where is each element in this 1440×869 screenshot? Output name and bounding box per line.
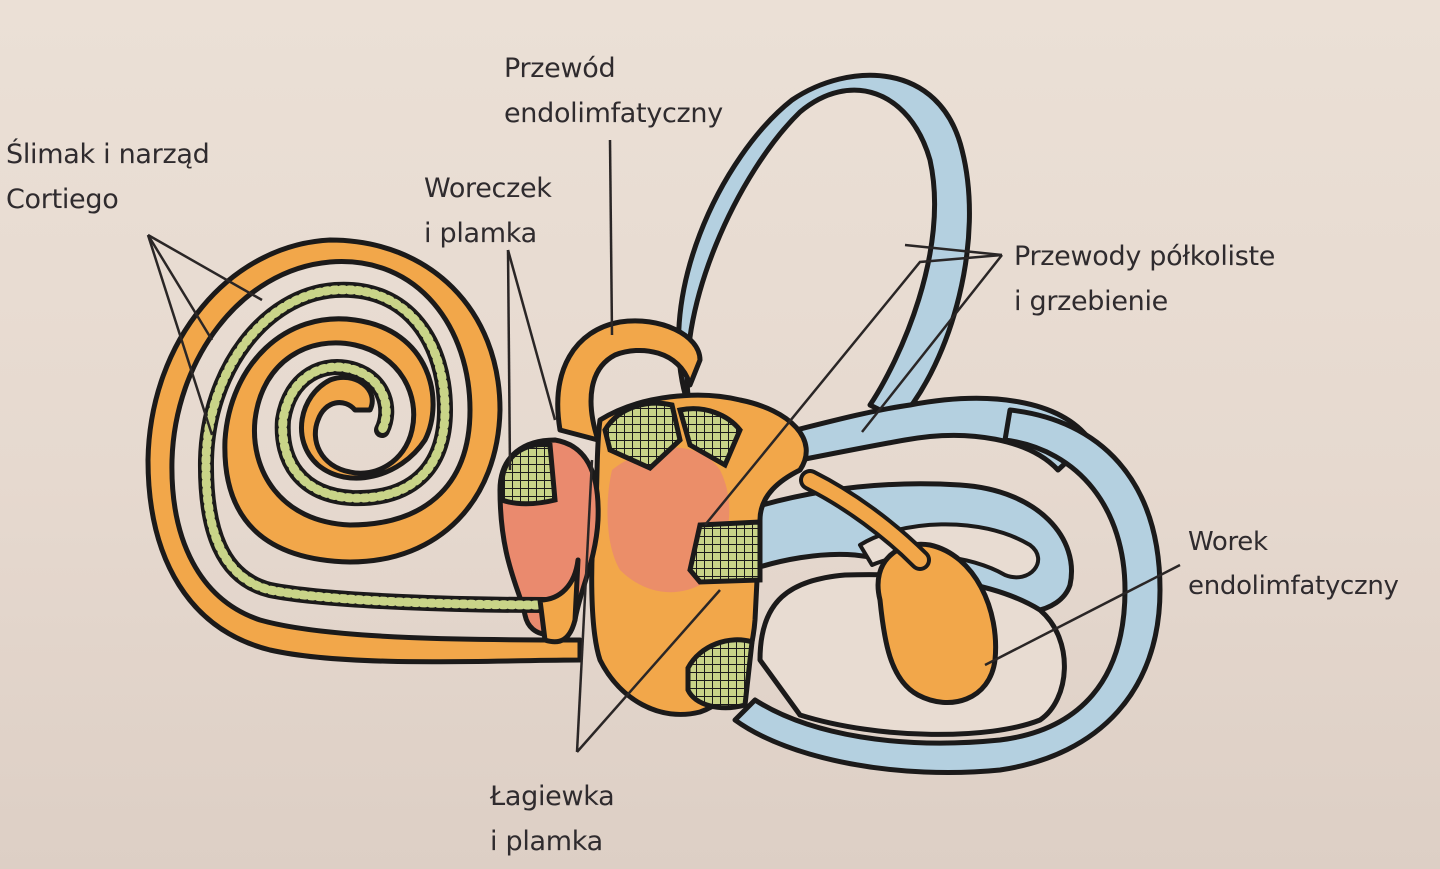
leader-cochlea-3 (146, 234, 214, 436)
leader-canals-1 (904, 243, 1003, 257)
label-sac-line2: endolimfatyczny (1188, 571, 1399, 601)
label-cochlea-line2: Cortiego (6, 184, 119, 215)
label-endolymphatic-sac: Worek endolimfatyczny (1188, 520, 1399, 608)
leader-saccule-1 (506, 249, 512, 471)
endolymphatic-duct (555, 318, 703, 443)
cochlea-outer (145, 237, 583, 665)
crista-3 (685, 637, 755, 711)
label-sac-line1: Worek (1188, 527, 1268, 557)
leader-cochlea-2 (146, 234, 214, 341)
label-saccule: Woreczek i plamka (424, 166, 552, 256)
crista-2 (676, 406, 743, 469)
label-utricle: Łagiewka i plamka (490, 774, 615, 864)
label-saccule-line2: i plamka (424, 218, 537, 249)
leader-utricle-1 (575, 459, 594, 753)
leader-utricle-2 (576, 589, 721, 753)
leader-duct (608, 139, 614, 336)
label-duct-line2: endolimfatyczny (504, 98, 723, 129)
label-endolymphatic-duct: Przewód endolimfatyczny (504, 46, 723, 136)
label-canals-line1: Przewody półkoliste (1014, 241, 1276, 272)
endolymphatic-sac (799, 469, 999, 705)
posterior-canal (732, 407, 1163, 776)
label-utricle-line1: Łagiewka (490, 781, 615, 812)
label-cochlea: Ślimak i narząd Cortiego (6, 132, 210, 222)
cochlea (145, 237, 583, 665)
label-duct-line1: Przewód (504, 53, 616, 84)
leader-saccule-2 (506, 249, 557, 421)
maculae-and-cristae (499, 400, 763, 711)
utricle-macula (687, 519, 763, 585)
label-saccule-line1: Woreczek (424, 173, 552, 204)
label-cochlea-line1: Ślimak i narząd (6, 139, 210, 170)
label-utricle-line2: i plamka (490, 826, 603, 857)
label-semicircular-canals: Przewody półkoliste i grzebienie (1014, 234, 1275, 324)
leader-canals-3 (704, 253, 1003, 526)
leader-sac (984, 563, 1181, 667)
leader-canals-2 (861, 254, 1003, 433)
leader-lines (146, 139, 1181, 753)
label-canals-line2: i grzebienie (1014, 286, 1168, 317)
crista-1 (602, 400, 683, 471)
leader-cochlea-1 (147, 233, 263, 302)
